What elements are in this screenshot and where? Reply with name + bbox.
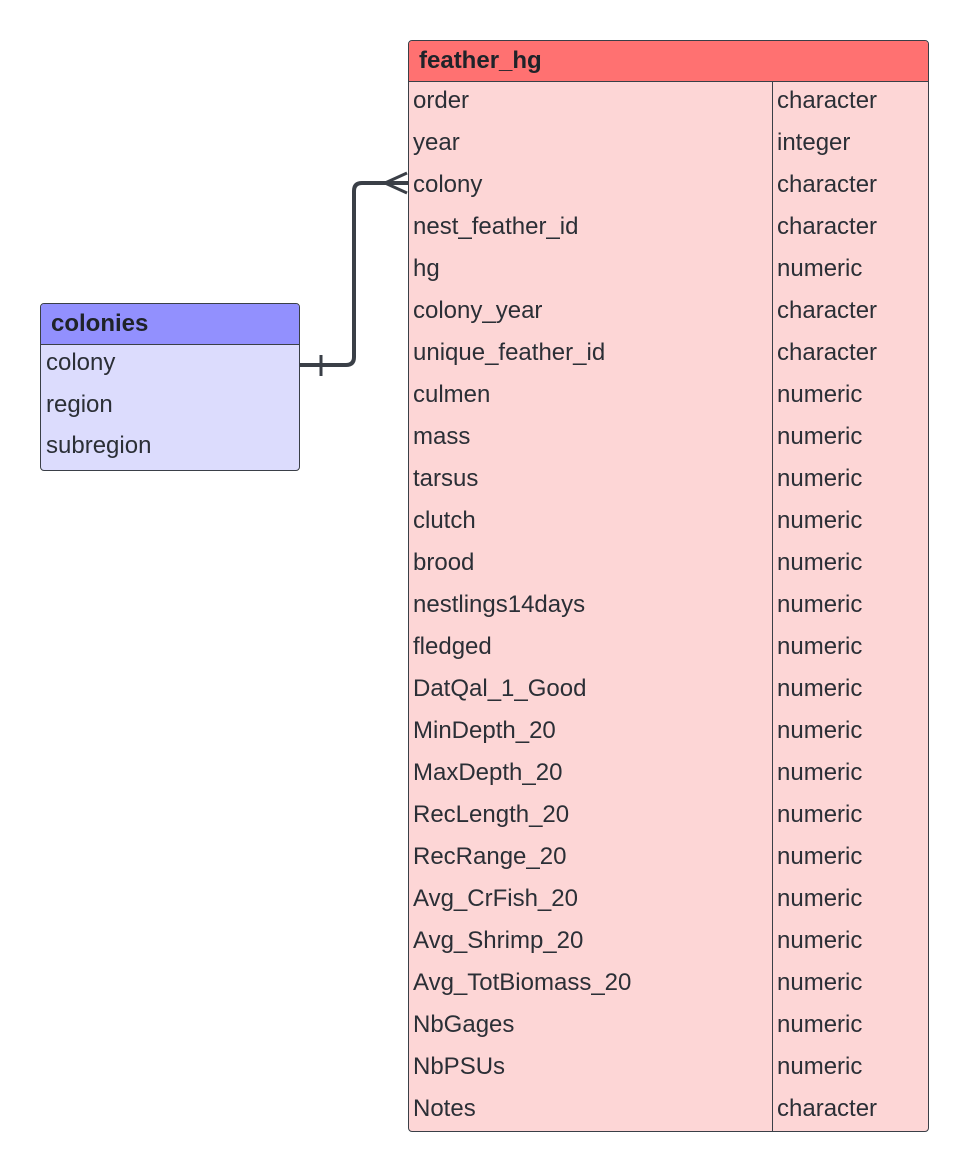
field-name: culmen — [413, 381, 491, 408]
field-row-fledged[interactable]: fledged numeric — [409, 628, 928, 670]
field-type: numeric — [777, 255, 863, 282]
field-type: numeric — [777, 465, 863, 492]
field-row[interactable]: colony — [41, 345, 299, 387]
field-type: numeric — [777, 717, 863, 744]
field-row-NbPSUs[interactable]: NbPSUs numeric — [409, 1048, 928, 1090]
field-row-clutch[interactable]: clutch numeric — [409, 502, 928, 544]
field-row-culmen[interactable]: culmen numeric — [409, 376, 928, 418]
field-name: year — [413, 129, 460, 156]
field-name: Notes — [413, 1095, 476, 1122]
field-row-nestlings14days[interactable]: nestlings14days numeric — [409, 586, 928, 628]
field-name: clutch — [413, 507, 476, 534]
field-row-mass[interactable]: mass numeric — [409, 418, 928, 460]
field-row-MinDepth_20[interactable]: MinDepth_20 numeric — [409, 712, 928, 754]
relationship-line — [300, 181, 408, 367]
field-name: colony — [413, 171, 483, 198]
field-row-order[interactable]: order character — [409, 82, 928, 124]
field-name: RecLength_20 — [413, 801, 570, 828]
field-row-Notes[interactable]: Notes character — [409, 1090, 928, 1131]
field-row-Avg_CrFish_20[interactable]: Avg_CrFish_20 numeric — [409, 880, 928, 922]
field-type: numeric — [777, 507, 863, 534]
field-name: colony — [46, 349, 116, 376]
entity-feather-hg-fields: order character year integer colony character… — [409, 82, 928, 1131]
field-type: numeric — [777, 927, 863, 954]
field-name: MaxDepth_20 — [413, 759, 563, 786]
field-name: order — [413, 87, 470, 114]
field-row-colony_year[interactable]: colony_year character — [409, 292, 928, 334]
field-type: numeric — [777, 759, 863, 786]
field-type: character — [777, 1095, 878, 1122]
field-name: tarsus — [413, 465, 479, 492]
field-name: Avg_CrFish_20 — [413, 885, 578, 912]
field-type: numeric — [777, 423, 863, 450]
type-column-divider — [772, 82, 773, 1131]
field-type: numeric — [777, 381, 863, 408]
field-type: numeric — [777, 549, 863, 576]
field-type: integer — [777, 129, 851, 156]
field-type: numeric — [777, 843, 863, 870]
entity-colonies[interactable]: colonies colony region subregion — [40, 303, 300, 471]
field-name: MinDepth_20 — [413, 717, 556, 744]
entity-feather-hg-title: feather_hg — [409, 41, 928, 82]
field-row-RecLength_20[interactable]: RecLength_20 numeric — [409, 796, 928, 838]
field-row-colony[interactable]: colony character — [409, 166, 928, 208]
field-type: numeric — [777, 885, 863, 912]
field-row-NbGages[interactable]: NbGages numeric — [409, 1006, 928, 1048]
field-name: DatQal_1_Good — [413, 675, 587, 702]
field-row[interactable]: region — [41, 387, 299, 429]
field-name: mass — [413, 423, 471, 450]
field-name: Avg_TotBiomass_20 — [413, 969, 632, 996]
entity-colonies-fields: colony region subregion — [41, 345, 299, 470]
field-name: colony_year — [413, 297, 543, 324]
field-type: numeric — [777, 1053, 863, 1080]
field-row-Avg_TotBiomass_20[interactable]: Avg_TotBiomass_20 numeric — [409, 964, 928, 1006]
field-name: nest_feather_id — [413, 213, 579, 240]
field-row-year[interactable]: year integer — [409, 124, 928, 166]
field-row-nest_feather_id[interactable]: nest_feather_id character — [409, 208, 928, 250]
field-name: RecRange_20 — [413, 843, 567, 870]
field-row[interactable]: subregion — [41, 428, 299, 470]
field-name: Avg_Shrimp_20 — [413, 927, 584, 954]
field-type: character — [777, 171, 878, 198]
field-row-RecRange_20[interactable]: RecRange_20 numeric — [409, 838, 928, 880]
field-row-MaxDepth_20[interactable]: MaxDepth_20 numeric — [409, 754, 928, 796]
field-row-Avg_Shrimp_20[interactable]: Avg_Shrimp_20 numeric — [409, 922, 928, 964]
field-type: character — [777, 297, 878, 324]
field-type: character — [777, 339, 878, 366]
field-row-hg[interactable]: hg numeric — [409, 250, 928, 292]
field-name: nestlings14days — [413, 591, 586, 618]
field-type: numeric — [777, 633, 863, 660]
field-row-tarsus[interactable]: tarsus numeric — [409, 460, 928, 502]
entity-feather-hg[interactable]: feather_hg order character year integer colo… — [408, 40, 929, 1132]
field-type: character — [777, 213, 878, 240]
field-type: numeric — [777, 675, 863, 702]
field-row-brood[interactable]: brood numeric — [409, 544, 928, 586]
field-type: numeric — [777, 801, 863, 828]
field-type: numeric — [777, 591, 863, 618]
field-name: NbPSUs — [413, 1053, 506, 1080]
field-type: character — [777, 87, 878, 114]
field-name: brood — [413, 549, 475, 576]
field-type: numeric — [777, 969, 863, 996]
field-row-DatQal_1_Good[interactable]: DatQal_1_Good numeric — [409, 670, 928, 712]
field-name: NbGages — [413, 1011, 515, 1038]
field-name: region — [46, 390, 113, 418]
field-name: subregion — [46, 432, 152, 459]
field-name: hg — [413, 255, 440, 282]
field-name: unique_feather_id — [413, 339, 606, 366]
field-name: fledged — [413, 633, 492, 660]
field-type: numeric — [777, 1011, 863, 1038]
entity-colonies-title: colonies — [41, 304, 299, 345]
many-cardinality-crowsfoot — [381, 171, 408, 195]
field-row-unique_feather_id[interactable]: unique_feather_id character — [409, 334, 928, 376]
